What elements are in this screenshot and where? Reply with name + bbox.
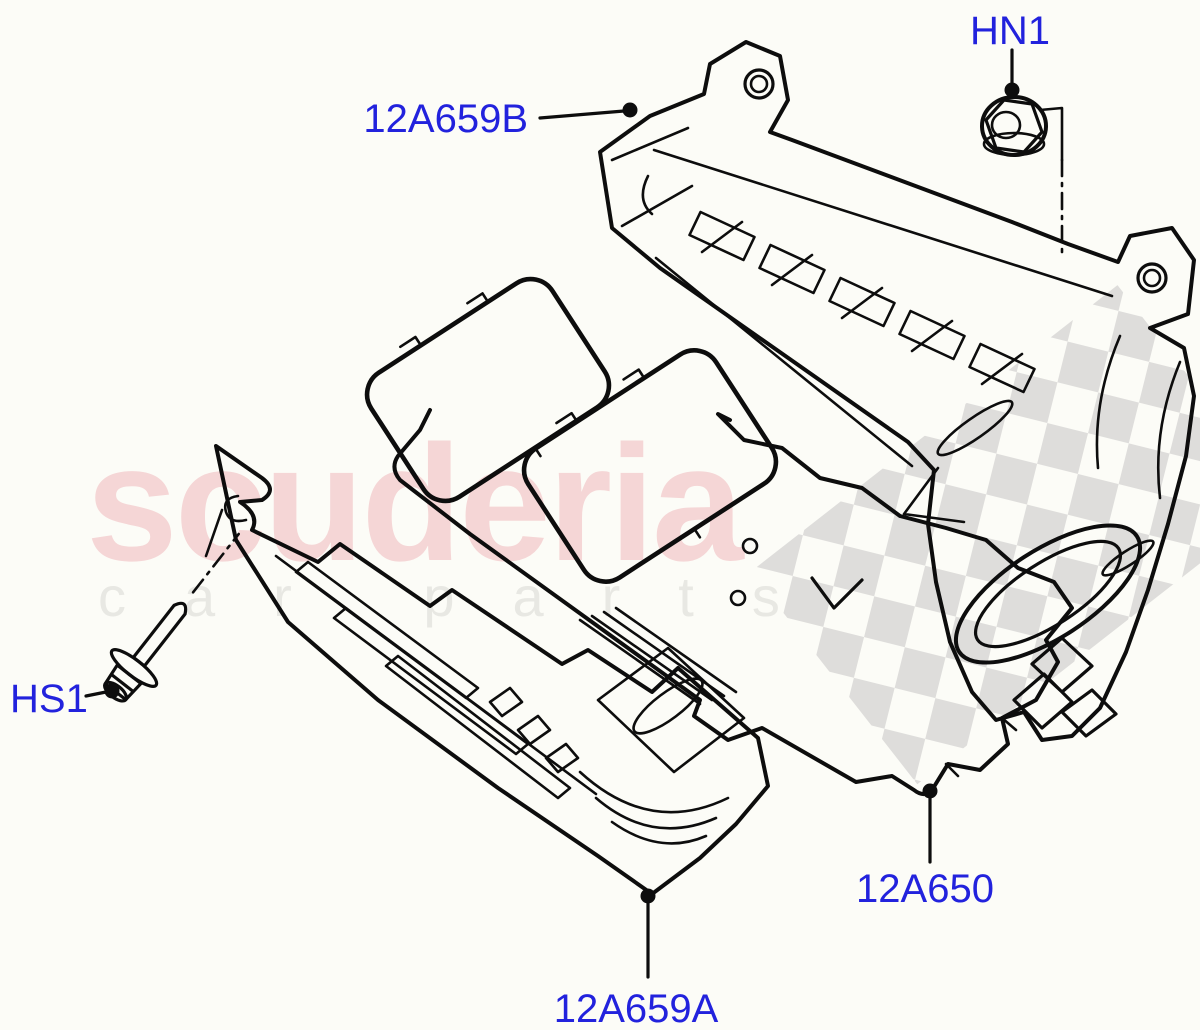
lower-cover-connector-details — [488, 646, 746, 845]
checkered-flag-watermark — [751, 285, 1200, 785]
screw-centerline — [191, 532, 240, 594]
lower-cover-connector-slot — [632, 677, 704, 735]
upper-cover-outline — [598, 40, 1196, 742]
part-label-lower-cover: 12A659A — [554, 987, 719, 1030]
oval-opening-inner — [973, 539, 1123, 649]
mounting-tab-hole — [1136, 262, 1168, 294]
lower-cover-outline — [214, 444, 770, 896]
part-label-module: 12A650 — [856, 867, 994, 911]
leader-dot — [640, 888, 656, 904]
watermark-tagline: car parts — [98, 565, 838, 628]
slot-sliver — [936, 399, 1014, 457]
nut-axis-line — [1038, 106, 1064, 162]
drawing — [84, 40, 1196, 979]
connector-cover-clips — [555, 368, 702, 541]
screw-drawing — [103, 532, 240, 703]
nut-flange — [982, 131, 1046, 157]
part-label-upper-cover: 12A659B — [363, 97, 528, 141]
lower-cover-drawing — [204, 444, 770, 896]
leader-dot — [622, 102, 638, 118]
leader-dot — [922, 783, 938, 799]
leader-dot — [1004, 82, 1020, 98]
module-connector-cover-2 — [521, 348, 779, 584]
mounting-tab-hole-inner — [749, 74, 769, 94]
leader-dot — [104, 683, 120, 699]
nut-bore — [990, 110, 1022, 140]
module-drawing — [364, 276, 1074, 796]
hex-nut-drawing — [980, 95, 1064, 258]
watermark: scuderia car parts — [86, 285, 1200, 785]
module-body-outline — [392, 408, 1074, 796]
module-screw-hole — [741, 537, 759, 555]
module-rib-details — [578, 606, 1018, 778]
leader-lines — [84, 48, 1014, 979]
mounting-tab-hole-inner — [1142, 268, 1162, 288]
upper-cover-connector-cluster — [1012, 636, 1118, 738]
lower-cover-slot-details — [204, 494, 598, 800]
oval-opening-outer — [953, 523, 1143, 665]
part-label-screw: HS1 — [10, 677, 88, 721]
leader-dots — [104, 82, 1020, 904]
nut-hex — [984, 98, 1044, 154]
upper-cover-drawing — [598, 40, 1196, 742]
module-wire-clip — [810, 576, 864, 610]
part-label-nut: HN1 — [970, 9, 1050, 53]
callout-labels: 12A659B HN1 HS1 12A650 12A659A — [10, 9, 1050, 1030]
mounting-tab-hole — [743, 68, 775, 100]
slot-sliver — [1101, 539, 1155, 577]
module-screw-hole — [729, 589, 747, 607]
screw-shaft — [131, 601, 188, 668]
upper-cover-truss-details — [610, 126, 1182, 524]
